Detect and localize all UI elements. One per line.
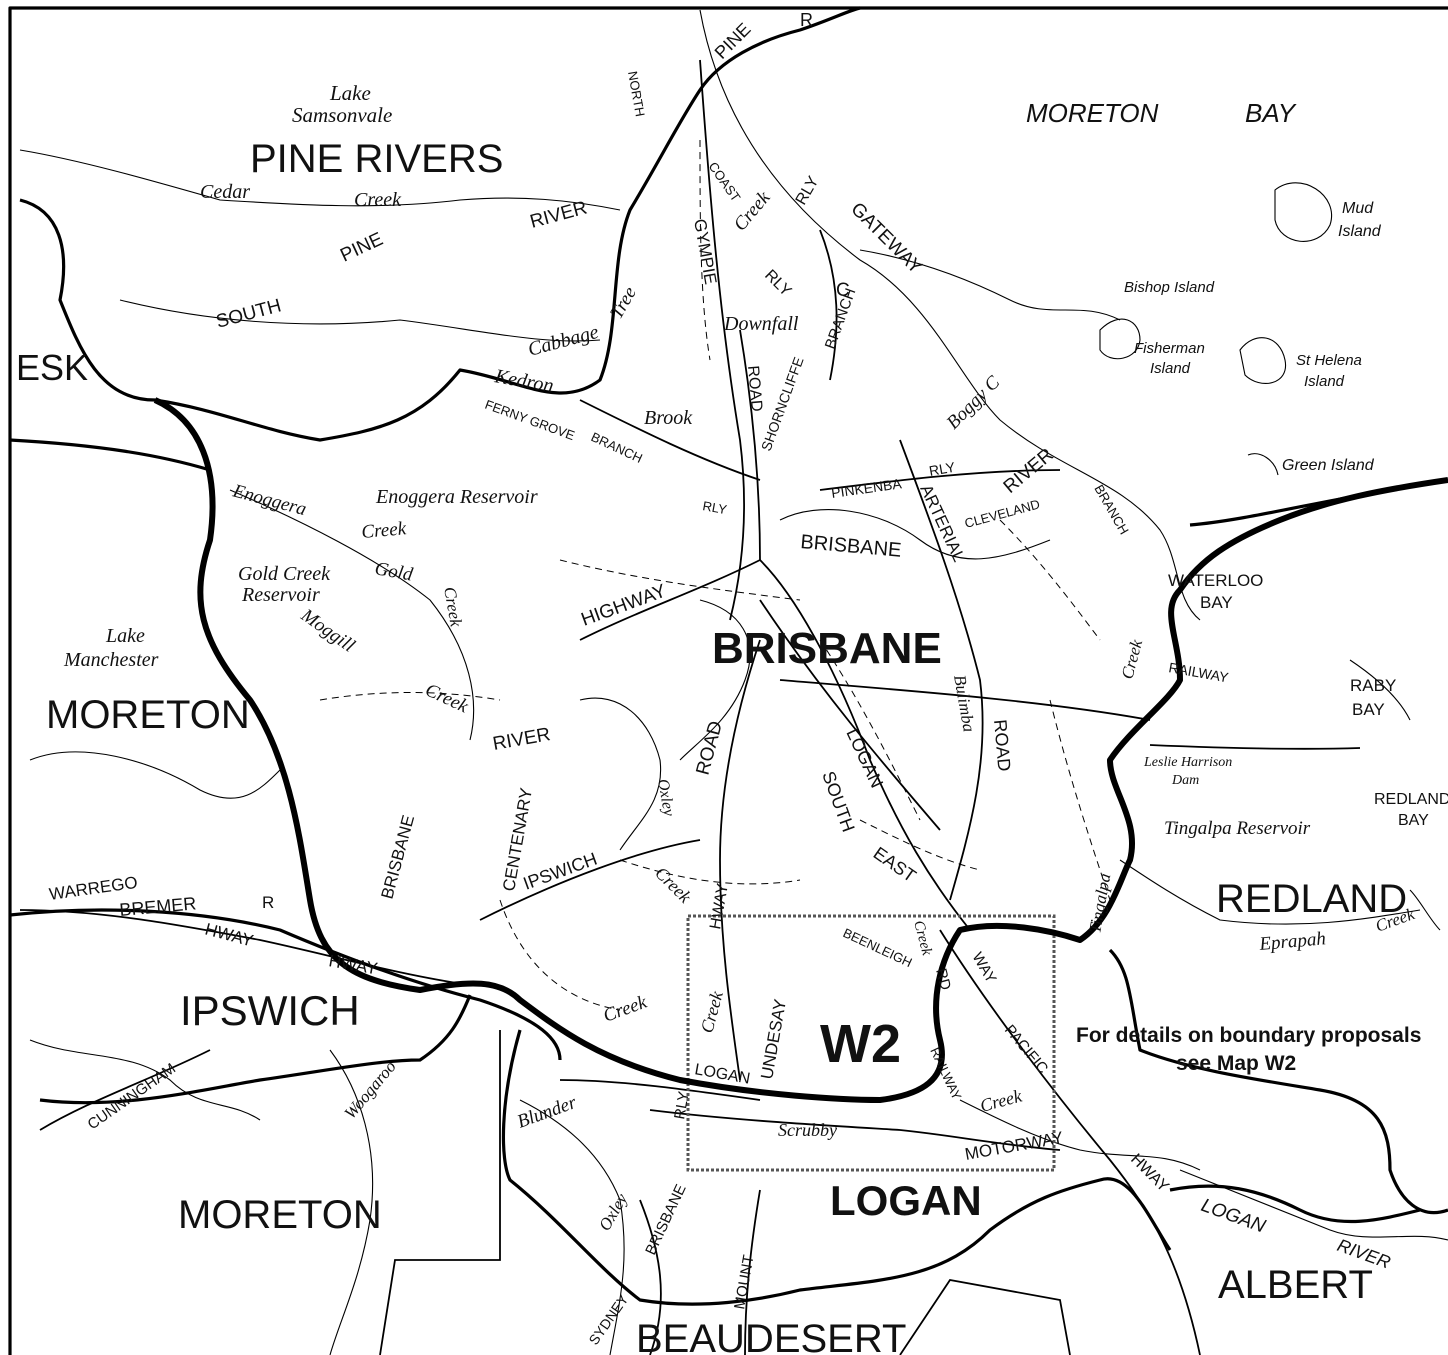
downfall-label: Downfall [723,313,799,335]
region-logan: LOGAN [830,1177,982,1224]
st-helena-label-2: Island [1304,373,1345,390]
mud-island-outline [1274,182,1333,242]
gold-creek-reservoir-label-2: Reservoir [241,584,320,606]
boundary-note: For details on boundary proposals see Ma… [1076,1024,1421,1075]
rivers-and-coast [19,9,1448,1355]
redland-boundary [1108,948,1448,1215]
moreton-west-boundary [9,438,211,472]
lake-samsonvale-label-1: Lake [329,81,371,105]
moreton-bay-label-2: BAY [1245,98,1297,128]
brook-label: Brook [644,407,693,429]
lake-manchester-label-1: Lake [105,625,145,647]
note-line-2: see Map W2 [1176,1052,1296,1075]
c-branch-label: C [836,280,850,301]
region-labels: PINE RIVERS ESK MORETON MORETON IPSWICH … [16,137,1407,1355]
brisbane-boundary [153,397,1448,1103]
rly-logan-label: RLY [671,1090,693,1121]
st-helena-label-1: St Helena [1296,352,1362,369]
region-pine-rivers: PINE RIVERS [250,137,503,181]
creek-cedar-label: Creek [354,189,402,211]
green-island-label: Green Island [1282,457,1375,474]
region-w2: W2 [820,1014,901,1074]
st-helena-island-outline [1239,337,1286,384]
mud-island-label-1: Mud [1342,200,1374,217]
waterloo-bay-label-2: BAY [1200,593,1233,612]
beaudesert-boundary [379,1030,501,1355]
region-beaudesert: BEAUDESERT [636,1317,906,1355]
tingalpa-reservoir-label: Tingalpa Reservoir [1164,818,1311,839]
redland-east-boundary [1189,478,1448,527]
gold-creek-reservoir-label-1: Gold Creek [238,563,331,585]
road-gateway-label: ROAD [990,719,1014,773]
fisherman-island-label-2: Island [1150,360,1191,377]
region-ipswich: IPSWICH [180,987,360,1034]
note-line-1: For details on boundary proposals [1076,1024,1421,1047]
rly-pinkenba-label: RLY [928,459,957,479]
leslie-harrison-label-1: Leslie Harrison [1143,755,1232,770]
mud-island-label-2: Island [1338,223,1382,240]
beaudesert-east-boundary [899,1279,1071,1355]
albert-boundary [1169,1184,1421,1224]
logan-boundary [501,1029,1172,1306]
region-redland: REDLAND [1216,877,1407,921]
region-albert: ALBERT [1218,1263,1373,1307]
rd-label: RD [932,967,954,992]
w2-detail-box [686,914,1056,1172]
ipswich-south-boundary [39,994,472,1105]
pine-rivers-boundary [19,6,861,442]
r-bremer-label: R [262,893,274,912]
region-moreton-south: MORETON [178,1193,382,1237]
map-frame [8,6,1448,1355]
leslie-harrison-label-2: Dam [1171,773,1199,788]
creek-enoggera-label: Creek [361,518,408,543]
rly-ferny-label: RLY [701,498,728,517]
region-moreton-west: MORETON [46,693,250,737]
roads [19,59,1361,1355]
waterloo-bay-label-1: WATERLOO [1168,571,1263,590]
moreton-ipswich-boundary [9,908,562,1061]
lake-samsonvale-label-2: Samsonvale [292,103,392,127]
region-esk: ESK [16,347,88,388]
r-top-label: R [800,10,813,30]
region-brisbane: BRISBANE [712,624,942,673]
local-authority-boundaries [9,6,1448,1355]
suburb-boundaries [319,139,1111,1011]
bishop-island-label: Bishop Island [1124,279,1215,296]
redland-bay-label-1: REDLAND [1374,791,1448,808]
raby-bay-label-1: RABY [1350,676,1396,695]
oxley-label: Oxley [654,778,677,819]
redland-bay-label-2: BAY [1398,812,1429,829]
water-labels: MORETON BAY Mud Island Bishop Island Fis… [63,81,1448,839]
fisherman-island-outline [1099,318,1141,360]
road-gympie-label: ROAD [744,365,765,413]
raby-bay-label-2: BAY [1352,700,1385,719]
fisherman-island-label-1: Fisherman [1134,340,1205,357]
moreton-bay-label-1: MORETON [1026,98,1159,128]
scrubby-label: Scrubby [778,1120,837,1140]
lake-manchester-label-2: Manchester [63,649,159,671]
enoggera-reservoir-label: Enoggera Reservoir [375,486,538,508]
cedar-label: Cedar [200,181,250,203]
